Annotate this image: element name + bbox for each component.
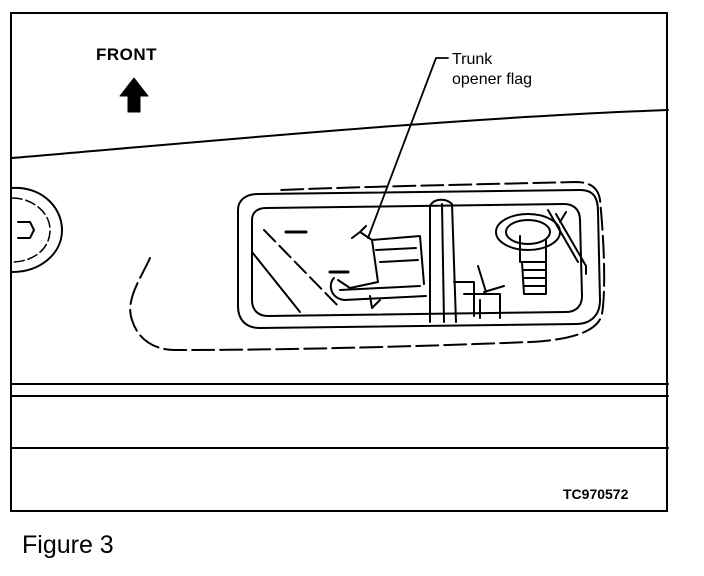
callout-label-line2: opener flag <box>452 71 533 88</box>
front-direction-label: FRONT <box>96 45 158 64</box>
callout-leader <box>367 57 449 239</box>
figure-code: TC970572 <box>563 486 629 502</box>
trunk-opener-flag <box>329 225 427 309</box>
latch-post <box>429 198 457 323</box>
latch-opening-outer <box>237 189 601 329</box>
latch-opening-inner <box>251 203 583 317</box>
latch-cam <box>495 209 587 295</box>
arrow-up-icon <box>119 77 149 113</box>
latch-linkage <box>453 265 505 319</box>
latch-recess-outline <box>129 181 606 351</box>
trunk-lid-edge <box>11 109 669 159</box>
figure-frame <box>10 12 668 512</box>
callout-label-line1: Trunk <box>452 51 493 68</box>
left-bolt <box>11 186 63 273</box>
figure-caption: Figure 3 <box>22 531 114 559</box>
